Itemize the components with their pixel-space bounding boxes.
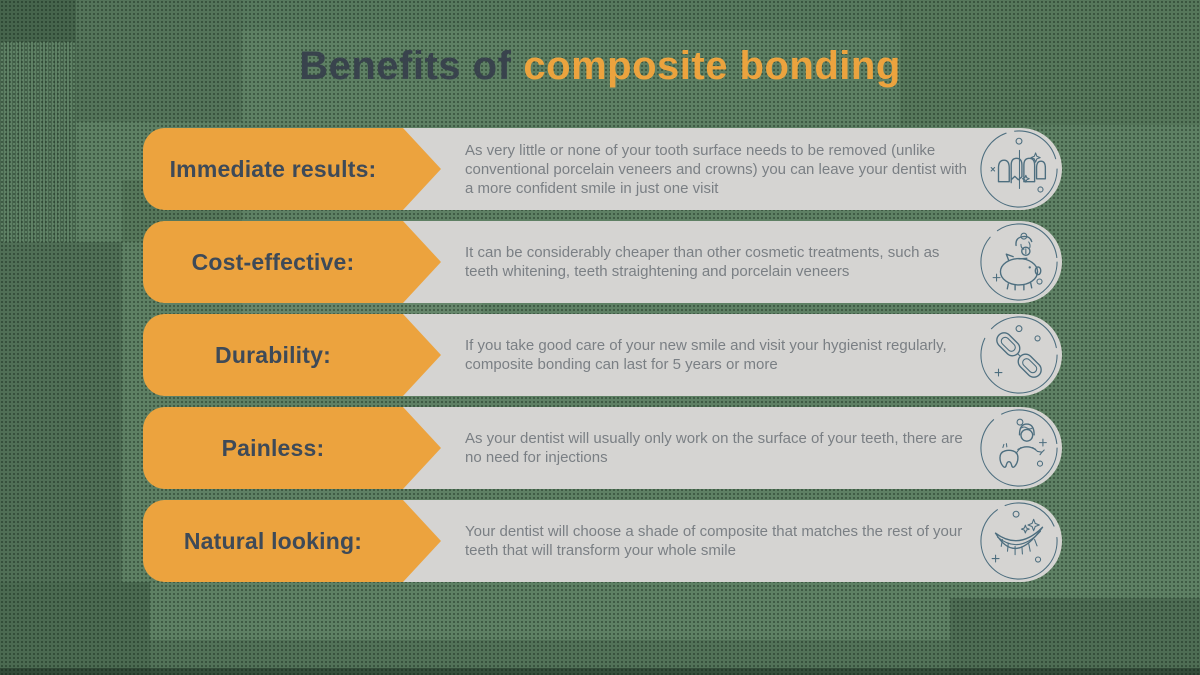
benefit-label-arrow: Immediate results: (143, 128, 441, 210)
benefit-description: As your dentist will usually only work o… (465, 430, 963, 466)
benefit-description: It can be considerably cheaper than othe… (465, 244, 940, 280)
benefit-row-immediate-results: As very little or none of your tooth sur… (143, 128, 1062, 210)
background-texture (150, 640, 950, 675)
benefit-label: Cost-effective: (191, 248, 355, 275)
chain-links-icon (978, 314, 1060, 396)
background-texture (0, 582, 150, 675)
background-texture (76, 0, 242, 122)
smiling-teeth-icon (978, 500, 1060, 582)
benefit-label: Immediate results: (169, 155, 377, 182)
benefit-row-painless: As your dentist will usually only work o… (143, 407, 1062, 489)
benefit-row-durability: If you take good care of your new smile … (143, 314, 1062, 396)
background-texture (0, 0, 76, 42)
piggy-bank-icon (978, 221, 1060, 303)
benefit-description: If you take good care of your new smile … (465, 337, 947, 373)
background-texture (0, 242, 122, 582)
title-highlight: composite bonding (523, 44, 901, 88)
benefit-label: Durability: (215, 341, 331, 368)
benefit-description: Your dentist will choose a shade of comp… (465, 523, 963, 559)
background-texture (950, 598, 1200, 675)
background-texture (0, 668, 1200, 675)
benefit-label: Natural looking: (183, 527, 363, 554)
benefit-label-arrow: Cost-effective: (143, 221, 441, 303)
background-texture (900, 0, 1200, 125)
benefit-description: As very little or none of your tooth sur… (465, 141, 967, 197)
benefit-row-cost-effective: It can be considerably cheaper than othe… (143, 221, 1062, 303)
teeth-repair-icon (978, 128, 1060, 210)
benefit-rows: As very little or none of your tooth sur… (143, 128, 1062, 593)
background-texture (0, 42, 76, 242)
benefit-label: Painless: (221, 434, 325, 461)
dentist-tooth-icon (978, 407, 1060, 489)
background-texture (242, 0, 902, 30)
benefit-label-arrow: Durability: (143, 314, 441, 396)
benefit-row-natural-looking: Your dentist will choose a shade of comp… (143, 500, 1062, 582)
title-prefix: Benefits of (299, 44, 512, 88)
benefit-label-arrow: Painless: (143, 407, 441, 489)
benefit-label-arrow: Natural looking: (143, 500, 441, 582)
